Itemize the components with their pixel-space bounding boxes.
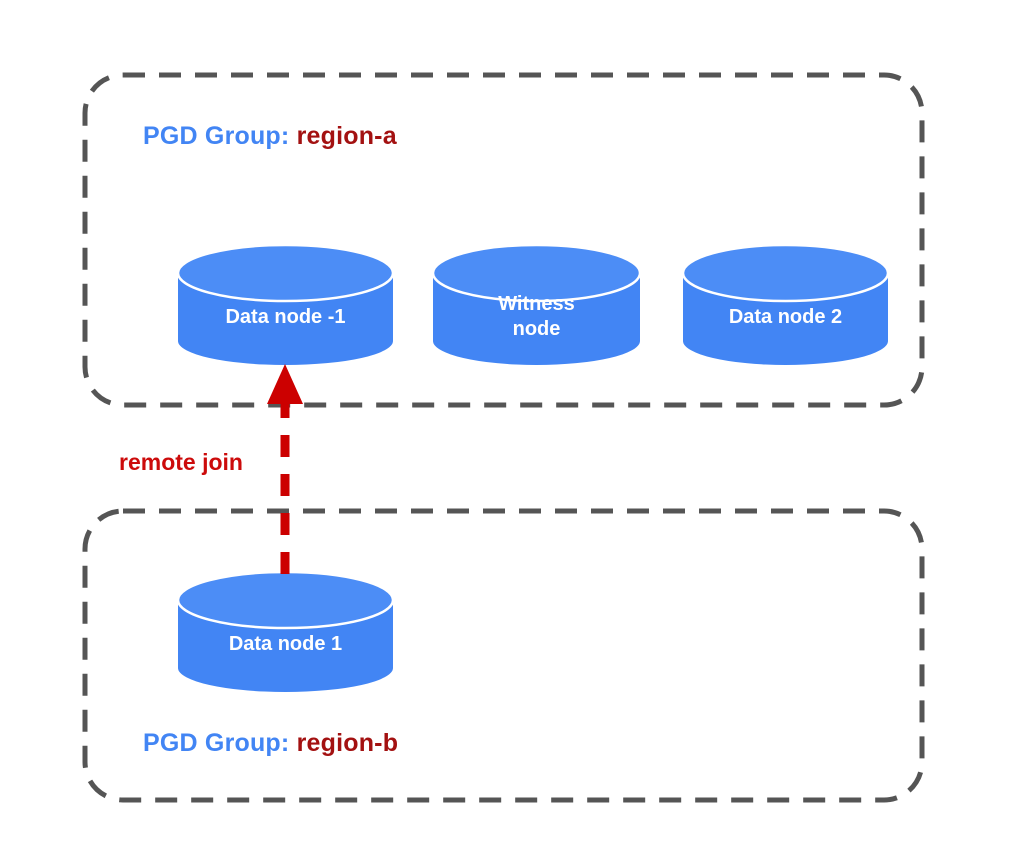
arrow-up-icon	[267, 364, 303, 404]
group-title-prefix: PGD Group:	[143, 729, 297, 757]
node-data-node-2[interactable]	[681, 243, 890, 365]
node-data-node-minus-1[interactable]	[176, 243, 395, 365]
node-data-node-1[interactable]	[176, 570, 395, 692]
database-cylinder-top-icon	[176, 570, 395, 630]
group-title-region-a: PGD Group: region-a	[143, 122, 397, 151]
group-box-region-b	[82, 508, 925, 803]
group-title-region-b: PGD Group: region-b	[143, 729, 398, 758]
database-cylinder-top-icon	[681, 243, 890, 303]
group-title-prefix: PGD Group:	[143, 122, 297, 150]
group-box-region-a	[82, 72, 925, 408]
node-witness-node[interactable]	[431, 243, 642, 365]
connector-label-remote-join: remote join	[119, 449, 243, 475]
group-title-region: region-a	[296, 122, 397, 150]
database-cylinder-top-icon	[431, 243, 642, 303]
database-cylinder-top-icon	[176, 243, 395, 303]
connector-remote-join[interactable]	[267, 364, 303, 574]
group-title-region: region-b	[296, 729, 399, 757]
